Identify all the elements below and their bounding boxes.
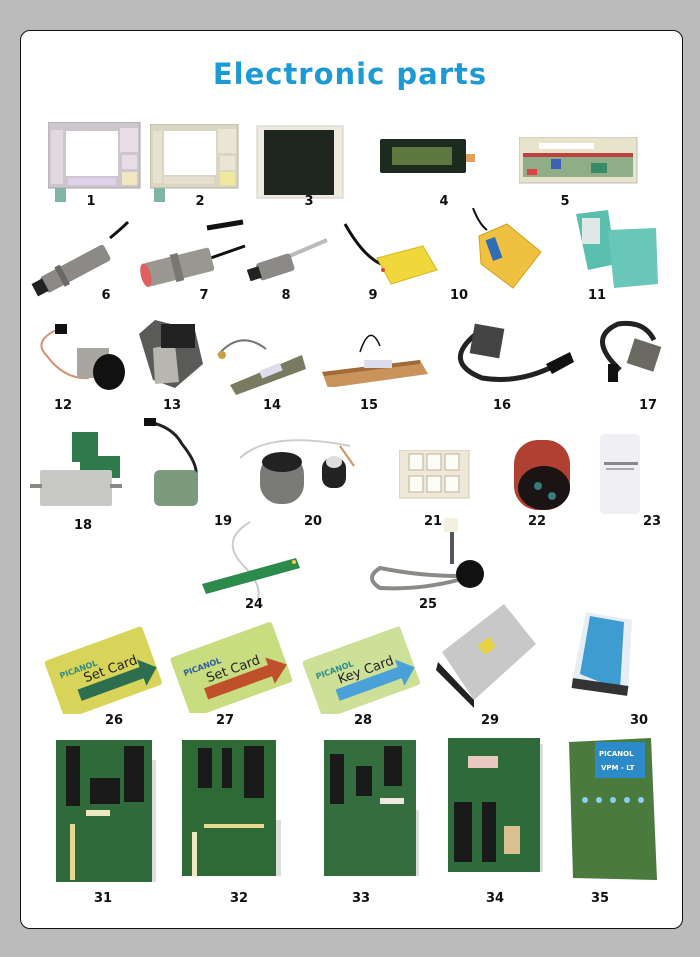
part-image-1 bbox=[48, 122, 143, 202]
part-label-10: 10 bbox=[449, 288, 469, 303]
part-image-32 bbox=[182, 740, 282, 880]
part-image-14 bbox=[210, 325, 310, 395]
part-image-21 bbox=[399, 450, 471, 500]
part-label-28: 28 bbox=[353, 713, 373, 728]
part-label-30: 30 bbox=[629, 713, 649, 728]
part-label-33: 33 bbox=[351, 891, 371, 906]
part-label-17: 17 bbox=[638, 398, 658, 413]
part-label-2: 2 bbox=[195, 194, 205, 209]
part-image-33 bbox=[324, 740, 419, 880]
part-label-9: 9 bbox=[368, 288, 378, 303]
part-label-7: 7 bbox=[199, 288, 209, 303]
part-label-1: 1 bbox=[86, 194, 96, 209]
part-label-24: 24 bbox=[244, 597, 264, 612]
part-image-19 bbox=[142, 418, 217, 513]
part-image-6 bbox=[30, 218, 140, 300]
part-image-12 bbox=[35, 320, 130, 395]
part-label-26: 26 bbox=[104, 713, 124, 728]
part-label-3: 3 bbox=[304, 194, 314, 209]
part-image-8 bbox=[245, 228, 330, 288]
part-label-16: 16 bbox=[492, 398, 512, 413]
part-label-19: 19 bbox=[213, 514, 233, 529]
part-image-25 bbox=[360, 518, 500, 598]
part-image-10 bbox=[467, 208, 547, 290]
part-label-8: 8 bbox=[281, 288, 291, 303]
part-image-30 bbox=[566, 612, 636, 707]
part-label-35: 35 bbox=[590, 891, 610, 906]
part-image-29 bbox=[434, 604, 539, 709]
part-image-35: PICANOL VPM - LT bbox=[565, 738, 665, 883]
part-image-31 bbox=[56, 740, 156, 885]
part-label-14: 14 bbox=[262, 398, 282, 413]
part-label-32: 32 bbox=[229, 891, 249, 906]
part-label-23: 23 bbox=[642, 514, 662, 529]
part-image-24 bbox=[200, 520, 305, 600]
part-image-4 bbox=[380, 139, 475, 177]
part-label-11: 11 bbox=[587, 288, 607, 303]
part-image-2 bbox=[150, 124, 240, 202]
svg-text:PICANOL: PICANOL bbox=[599, 750, 634, 758]
part-label-4: 4 bbox=[439, 194, 449, 209]
part-image-5 bbox=[519, 137, 639, 185]
svg-text:VPM - LT: VPM - LT bbox=[601, 764, 635, 772]
part-image-20 bbox=[230, 430, 360, 510]
part-label-25: 25 bbox=[418, 597, 438, 612]
part-label-18: 18 bbox=[73, 518, 93, 533]
part-label-22: 22 bbox=[527, 514, 547, 529]
part-image-16 bbox=[442, 322, 577, 394]
part-label-34: 34 bbox=[485, 891, 505, 906]
part-label-29: 29 bbox=[480, 713, 500, 728]
part-label-5: 5 bbox=[560, 194, 570, 209]
part-label-13: 13 bbox=[162, 398, 182, 413]
part-image-11 bbox=[568, 210, 668, 292]
part-label-27: 27 bbox=[215, 713, 235, 728]
part-label-20: 20 bbox=[303, 514, 323, 529]
part-label-15: 15 bbox=[359, 398, 379, 413]
part-image-23 bbox=[598, 432, 643, 517]
part-image-9 bbox=[343, 220, 443, 290]
part-image-3 bbox=[256, 125, 346, 200]
part-label-31: 31 bbox=[93, 891, 113, 906]
part-label-6: 6 bbox=[101, 288, 111, 303]
part-image-22 bbox=[508, 436, 578, 516]
part-label-21: 21 bbox=[423, 514, 443, 529]
part-label-12: 12 bbox=[53, 398, 73, 413]
part-image-34 bbox=[448, 738, 543, 878]
page-title: Electronic parts bbox=[212, 57, 488, 91]
part-image-18 bbox=[30, 430, 125, 510]
part-image-17 bbox=[590, 318, 670, 388]
part-image-7 bbox=[135, 218, 250, 288]
part-image-13 bbox=[135, 318, 210, 396]
part-image-15 bbox=[320, 322, 430, 387]
